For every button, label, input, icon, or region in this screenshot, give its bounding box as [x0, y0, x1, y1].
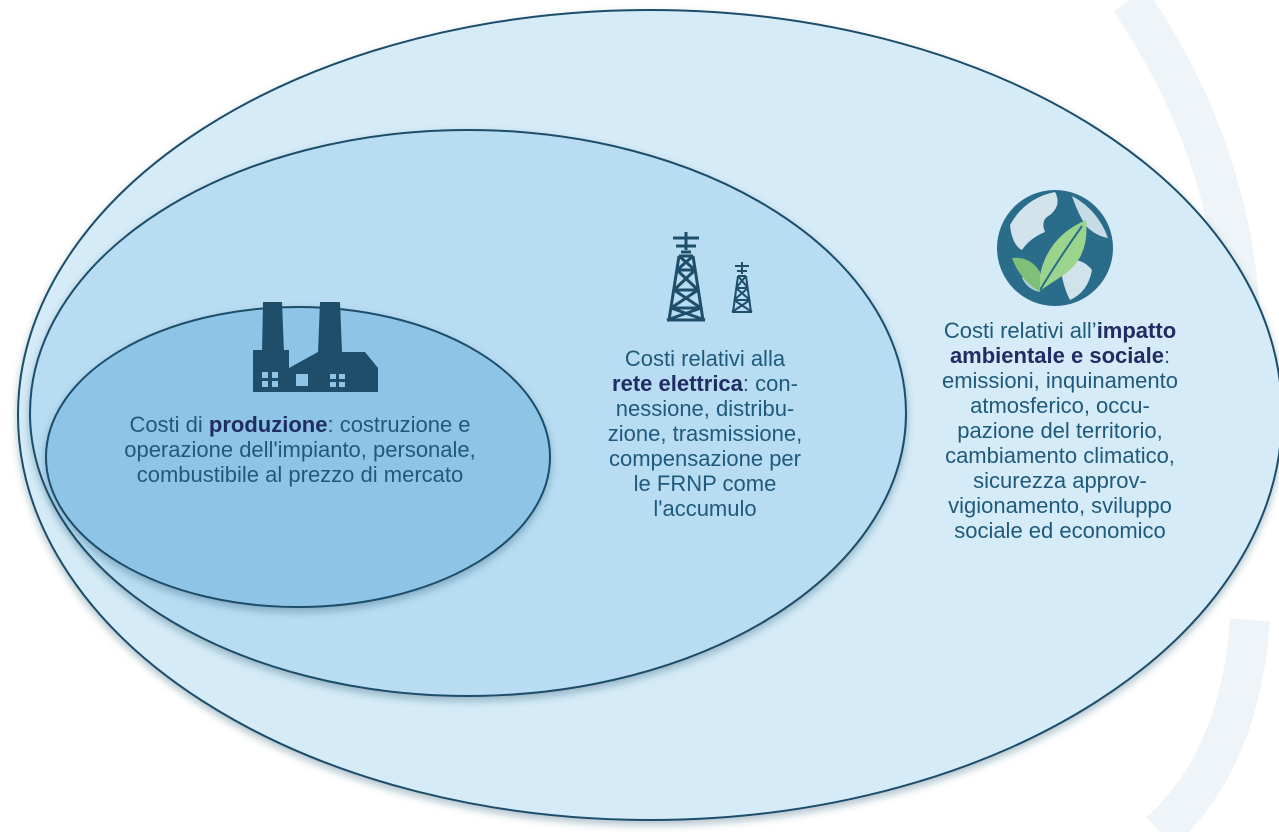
grid-line-2-post: : con-: [742, 371, 798, 396]
grid-line-7: l'accumulo: [653, 496, 757, 521]
impact-line-1-pre: Costi relativi all’: [943, 318, 1097, 343]
factory-icon: [253, 302, 378, 392]
impact-line-2: ambientale e sociale:: [885, 343, 1235, 368]
grid-line-6: le FRNP come: [633, 471, 777, 496]
impact-line-6: cambiamento climatico,: [945, 443, 1175, 468]
grid-keyword: rete elettrica: [612, 371, 743, 396]
power-pylons-icon: [666, 232, 753, 322]
impact-line-2-post: :: [1163, 343, 1171, 368]
impact-keyword-2: ambientale e sociale: [949, 343, 1164, 368]
grid-line-1: Costi relativi alla: [624, 346, 786, 371]
impact-costs-text: Costi relativi all’impatto ambientale e …: [885, 318, 1235, 543]
production-costs-text: Costi di produzione: costruzione e opera…: [80, 412, 520, 487]
production-line-1: Costi di produzione: costruzione e: [80, 412, 520, 437]
production-keyword: produzione: [208, 412, 328, 437]
inner-ellipse-production: [45, 306, 551, 608]
grid-line-2: rete elettrica: con-: [560, 371, 850, 396]
production-line-1-post: : costruzione e: [327, 412, 471, 437]
production-line-1-pre: Costi di: [129, 412, 209, 437]
impact-line-5: pazione del territorio,: [957, 418, 1163, 443]
impact-line-1: Costi relativi all’impatto: [885, 318, 1235, 343]
grid-line-4: zione, trasmissione,: [607, 421, 803, 446]
grid-line-5: compensazione per: [608, 446, 801, 471]
impact-keyword-1: impatto: [1096, 318, 1177, 343]
impact-line-7: sicurezza approv-: [973, 468, 1147, 493]
impact-line-8: vigionamento, sviluppo: [948, 493, 1172, 518]
production-line-2: operazione dell'impianto, personale,: [124, 437, 476, 462]
grid-line-3: nessione, distribu-: [615, 396, 795, 421]
impact-line-3: emissioni, inquinamento: [941, 368, 1179, 393]
production-line-3: combustibile al prezzo di mercato: [136, 462, 464, 487]
impact-line-4: atmosferico, occu-: [970, 393, 1150, 418]
impact-line-9: sociale ed economico: [954, 518, 1166, 543]
globe-leaf-icon: [997, 190, 1113, 306]
grid-costs-text: Costi relativi alla rete elettrica: con-…: [560, 346, 850, 521]
